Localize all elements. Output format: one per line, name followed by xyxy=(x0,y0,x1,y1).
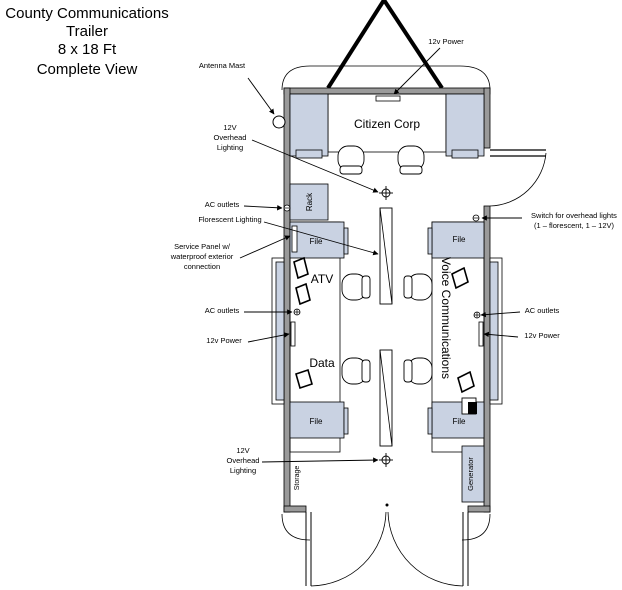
monitor-icon xyxy=(295,282,311,306)
overhead-light-bottom xyxy=(379,453,393,467)
antenna-mast xyxy=(272,115,286,129)
svg-text:Florescent Lighting: Florescent Lighting xyxy=(198,215,261,224)
radio-equipment-icon xyxy=(461,397,477,415)
title-block: County Communications Trailer 8 x 18 Ft … xyxy=(5,5,168,78)
svg-text:12V: 12V xyxy=(236,446,249,455)
title-line-1: County Communications xyxy=(5,5,168,22)
ac-outlet-symbol xyxy=(283,204,291,212)
callout-overhead-lighting-top: 12V Overhead Lighting xyxy=(214,123,379,193)
callout-ac-outlets-left: AC outlets xyxy=(205,306,293,315)
furniture-label-file-upper-left: File xyxy=(310,237,323,246)
title-line-4: Complete View xyxy=(37,61,138,78)
chair xyxy=(341,273,371,301)
furniture-label-storage: Storage xyxy=(294,466,301,491)
monitor-icon xyxy=(457,370,475,394)
svg-text:12v Power: 12v Power xyxy=(524,331,560,340)
side-door xyxy=(489,149,547,207)
monitor-icon xyxy=(295,368,313,390)
svg-text:waterproof exterior: waterproof exterior xyxy=(170,252,234,261)
svg-text:Service Panel w/: Service Panel w/ xyxy=(174,242,231,251)
walls xyxy=(271,87,503,513)
furniture-label-file-lower-left: File xyxy=(310,417,323,426)
furniture-label-file-lower-right: File xyxy=(453,417,466,426)
florescent-fixtures xyxy=(379,207,393,447)
callout-switch: Switch for overhead lights (1 – floresce… xyxy=(481,211,617,230)
callout-overhead-lighting-bottom: 12V Overhead Lighting xyxy=(227,446,379,475)
svg-text:AC outlets: AC outlets xyxy=(205,306,240,315)
callout-florescent-lighting: Florescent Lighting xyxy=(198,215,379,256)
svg-text:Lighting: Lighting xyxy=(217,143,243,152)
chair xyxy=(337,145,365,175)
room-label-data: Data xyxy=(309,356,335,370)
ac-outlet-symbol xyxy=(293,308,301,316)
furniture-label-rack: Rack xyxy=(305,192,314,211)
furniture-label-file-upper-right: File xyxy=(453,235,466,244)
furniture-label-generator: Generator xyxy=(466,457,475,491)
svg-text:AC outlets: AC outlets xyxy=(525,306,560,315)
switch-symbol xyxy=(472,214,480,222)
svg-text:12v Power: 12v Power xyxy=(428,37,464,46)
title-line-2: Trailer xyxy=(66,23,108,40)
power-12v-top-fixture xyxy=(375,95,401,102)
svg-text:Switch for overhead lights: Switch for overhead lights xyxy=(531,211,617,220)
title-line-3: 8 x 18 Ft xyxy=(58,41,117,58)
room-label-atv: ATV xyxy=(311,272,333,286)
ac-outlet-symbol xyxy=(473,311,481,319)
monitor-icon xyxy=(451,266,469,290)
chair xyxy=(403,357,433,385)
callout-power-12v-right: 12v Power xyxy=(483,331,560,340)
callout-power-12v-top: 12v Power xyxy=(393,37,464,95)
callout-power-12v-left: 12v Power xyxy=(206,332,290,345)
left-workstation: Rack File File ATV Data Storage xyxy=(283,183,371,491)
right-workstation: File File Voice Communications Generator xyxy=(403,214,485,503)
room-label-voice-communications: Voice Communications xyxy=(439,257,453,379)
svg-text:12v Power: 12v Power xyxy=(206,336,242,345)
chair xyxy=(397,145,425,175)
callout-ac-outlets-right: AC outlets xyxy=(480,306,560,318)
callout-ac-outlets-upper: AC outlets xyxy=(205,200,283,211)
svg-text:Overhead: Overhead xyxy=(214,133,247,142)
chair xyxy=(341,357,371,385)
callout-antenna-mast: Antenna Mast xyxy=(199,61,275,115)
svg-text:12V: 12V xyxy=(223,123,236,132)
svg-text:connection: connection xyxy=(184,262,220,271)
citizen-corp-area: Citizen Corp xyxy=(289,93,485,175)
svg-text:Overhead: Overhead xyxy=(227,456,260,465)
tow-hitch xyxy=(326,0,444,90)
svg-text:AC outlets: AC outlets xyxy=(205,200,240,209)
room-label-citizen-corp: Citizen Corp xyxy=(354,117,420,131)
svg-text:Antenna Mast: Antenna Mast xyxy=(199,61,246,70)
overhead-light-top xyxy=(379,186,393,200)
callout-service-panel: Service Panel w/ waterproof exterior con… xyxy=(170,235,291,271)
rear-doors xyxy=(305,503,469,587)
svg-text:Lighting: Lighting xyxy=(230,466,256,475)
chair xyxy=(403,273,433,301)
monitor-icon xyxy=(293,256,309,280)
svg-text:(1 – florescent, 1 – 12V): (1 – florescent, 1 – 12V) xyxy=(534,221,615,230)
